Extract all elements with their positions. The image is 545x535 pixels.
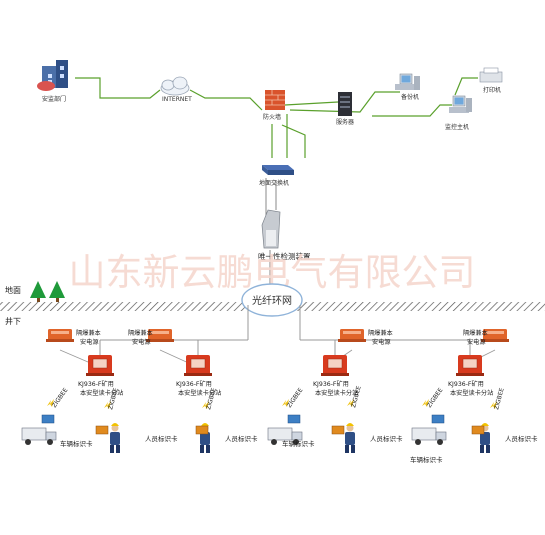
miner-icon	[110, 423, 120, 453]
monitor-label: 监控主机	[445, 123, 469, 131]
power-supply-icon	[481, 329, 509, 342]
vehicle-icon	[411, 427, 447, 445]
station-label: 本安型读卡分站	[80, 389, 123, 397]
person-card-icon	[471, 425, 485, 435]
power-label: 隔爆兼本	[368, 329, 393, 337]
power-label: 隔爆兼本	[463, 329, 488, 337]
power-label: 安电源	[80, 338, 99, 346]
zigbee-signal-icon	[347, 399, 354, 407]
vehicle-card-icon	[41, 414, 55, 424]
power-label: 安电源	[467, 338, 486, 346]
vehicle-card-icon	[287, 414, 301, 424]
zigbee-signal-icon	[422, 399, 429, 407]
ring-label: 光纤环网	[252, 294, 292, 307]
vehicle-card-label: 车辆标识卡	[410, 455, 443, 464]
monitor-host-icon	[449, 95, 472, 113]
power-label: 隔爆兼本	[76, 329, 101, 337]
firewall-icon	[265, 90, 285, 110]
reader-station-icon	[456, 355, 484, 376]
reader-station-icon	[321, 355, 349, 376]
person-card-icon	[195, 425, 209, 435]
zigbee-signal-icon	[104, 401, 111, 409]
zigbee-label: ZIGBEE	[350, 385, 363, 408]
person-card-label: 人员标识卡	[370, 434, 403, 443]
zigbee-label: ZIGBEE	[426, 387, 445, 409]
station-label: KJ936-F矿用	[448, 380, 484, 388]
internet-cloud-icon	[160, 76, 190, 96]
fiber-ring	[241, 283, 303, 317]
zigbee-label: ZIGBEE	[51, 387, 70, 409]
printer-icon	[479, 67, 503, 83]
person-card-label: 人员标识卡	[505, 434, 538, 443]
supervisor-building-icon	[37, 60, 68, 91]
vehicle-icon	[267, 427, 303, 445]
person-card-label: 人员标识卡	[145, 434, 178, 443]
station-label: KJ936-F矿用	[78, 380, 114, 388]
detector-label: 唯一性检测装置	[258, 251, 311, 261]
server-label: 服务器	[336, 118, 354, 126]
station-label: 本安型读卡分站	[315, 389, 358, 397]
zigbee-signal-icon	[282, 399, 289, 407]
vehicle-card-label: 车辆标识卡	[60, 439, 93, 448]
station-label: 本安型读卡分站	[178, 389, 221, 397]
internet-label: INTERNET	[162, 96, 192, 103]
switch-label: 地面交换机	[259, 179, 289, 187]
supervisor-label: 安监部门	[42, 95, 66, 103]
reader-station-icon	[184, 355, 212, 376]
power-label: 安电源	[372, 338, 391, 346]
person-card-icon	[95, 425, 109, 435]
server-icon	[338, 92, 352, 116]
backup-label: 备份机	[401, 93, 419, 101]
reader-station-icon	[86, 355, 114, 376]
firewall-label: 防火墙	[263, 113, 281, 121]
switch-icon	[262, 165, 294, 175]
station-label: 本安型读卡分站	[450, 389, 493, 397]
vehicle-icon	[21, 427, 57, 445]
power-label: 安电源	[132, 338, 151, 346]
underground-label: 井下	[5, 316, 21, 326]
power-supply-icon	[338, 329, 366, 342]
vehicle-card-icon	[431, 414, 445, 424]
zigbee-label: ZIGBEE	[493, 387, 506, 410]
miner-icon	[345, 423, 355, 453]
power-label: 隔爆兼本	[128, 329, 153, 337]
person-card-label: 人员标识卡	[225, 434, 258, 443]
station-label: KJ936-F矿用	[176, 380, 212, 388]
power-supply-icon	[46, 329, 74, 342]
surface-label: 地面	[5, 285, 21, 295]
zigbee-signal-icon	[490, 401, 497, 409]
tree-icon	[30, 281, 65, 302]
power-supply-icon	[146, 329, 174, 342]
station-label: KJ936-F矿用	[313, 380, 349, 388]
zigbee-label: ZIGBEE	[286, 387, 305, 409]
zigbee-signal-icon	[47, 399, 54, 407]
network-lines	[75, 77, 478, 158]
detector-gate-icon	[261, 209, 281, 249]
backup-computer-icon	[395, 73, 420, 90]
printer-label: 打印机	[483, 86, 501, 94]
person-card-icon	[331, 425, 345, 435]
zigbee-signal-icon	[202, 401, 209, 409]
vehicle-card-label: 车辆标识卡	[282, 439, 315, 448]
